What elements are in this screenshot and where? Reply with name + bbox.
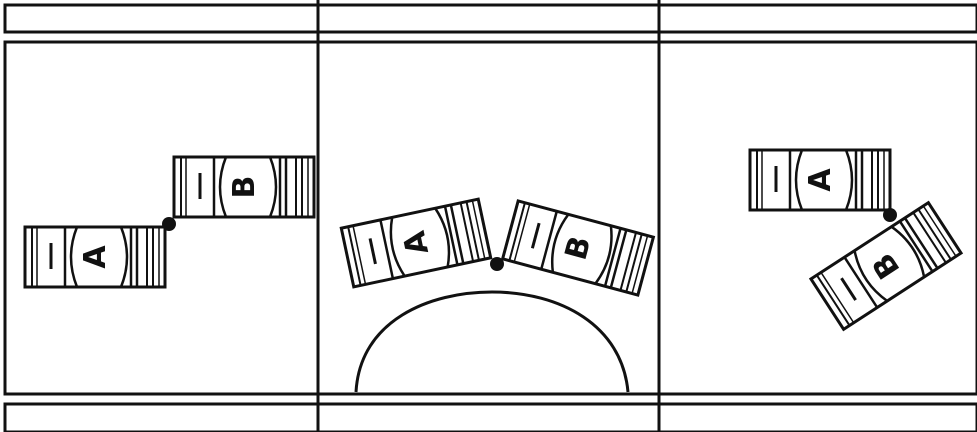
vehicle-b-label: B [227,176,262,199]
contact-point [883,208,897,222]
contact-point [490,257,504,271]
road-edges [5,5,977,432]
panel-2: A B [341,199,653,392]
vehicle-b: B [174,157,314,217]
panel-3: A B [750,150,961,329]
vehicle-b: B [811,203,961,330]
vehicle-b: B [503,201,654,295]
vehicle-a-label: A [78,245,113,269]
vehicle-a: A [341,199,490,287]
panel-1: A B [25,157,314,287]
vehicle-a-label: A [803,168,838,192]
vehicle-a: A [25,227,165,287]
obstacle-mound [356,292,628,392]
panel-dividers [318,0,659,432]
contact-point [162,217,176,231]
vehicle-a: A [750,150,890,210]
